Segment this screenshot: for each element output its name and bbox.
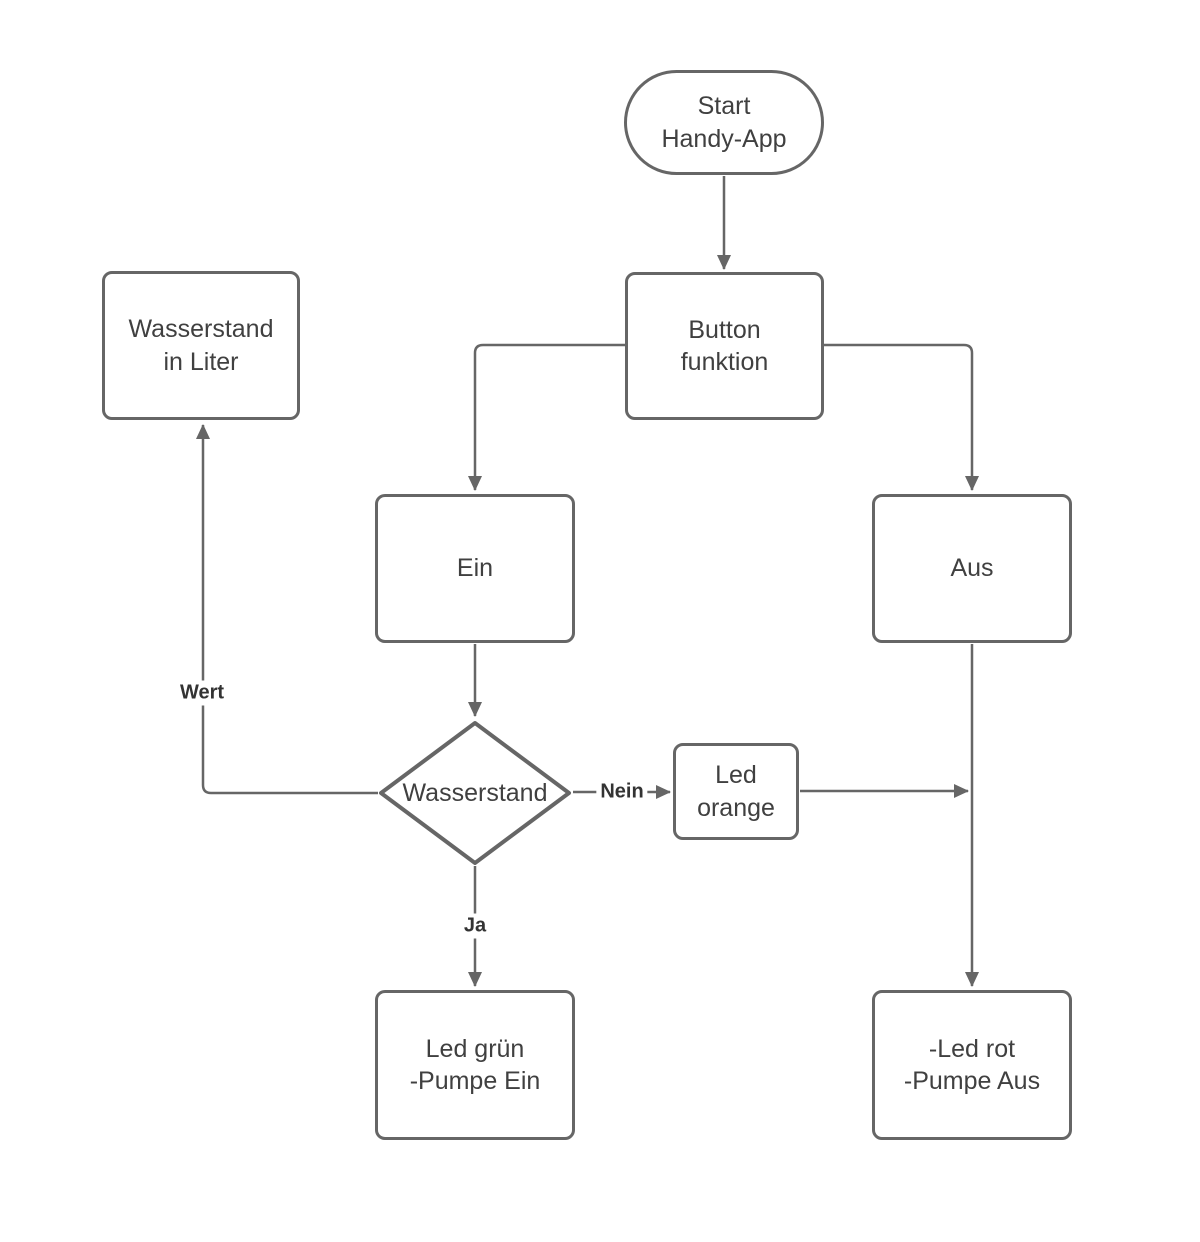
node-aus: Aus <box>872 494 1072 643</box>
edge-button-to-ein <box>468 343 625 491</box>
node-start: Start Handy-App <box>624 70 824 175</box>
edge-button-to-aus <box>824 343 979 491</box>
decision-diamond-shape <box>379 721 571 865</box>
edge-label-wert: Wert <box>175 680 229 706</box>
edge-decision-to-wasserstandliter <box>196 424 378 795</box>
edge-label-nein: Nein <box>596 779 648 805</box>
edge-label-ja: Ja <box>459 913 491 939</box>
node-ein: Ein <box>375 494 575 643</box>
node-button-funktion: Button funktion <box>625 272 824 420</box>
node-wasserstand-in-liter: Wasserstand in Liter <box>102 271 300 420</box>
node-led-orange: Led orange <box>673 743 799 840</box>
node-led-rot-pumpe-aus: -Led rot -Pumpe Aus <box>872 990 1072 1140</box>
node-wasserstand-decision: Wasserstand <box>378 720 572 866</box>
decision-label: Wasserstand <box>402 778 548 807</box>
node-led-gruen-pumpe-ein: Led grün -Pumpe Ein <box>375 990 575 1140</box>
